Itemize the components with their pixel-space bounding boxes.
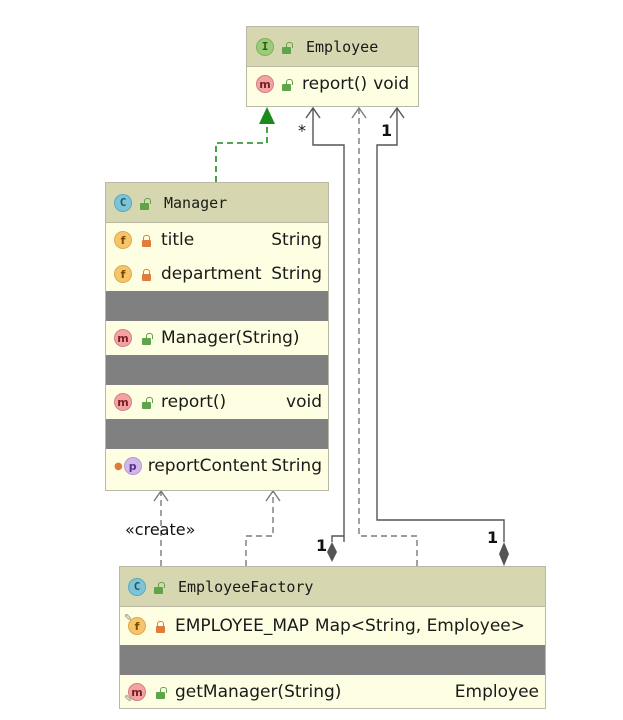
field-type: String (271, 230, 322, 250)
employee-header[interactable]: I Employee (247, 27, 418, 67)
multiplicity-many-label: * (298, 121, 306, 140)
usage-dependency-arrow (265, 489, 281, 502)
manager-class-name: Manager (164, 193, 228, 212)
private-lock-icon (140, 233, 152, 247)
class-icon: C (114, 193, 132, 212)
section-separator (106, 291, 328, 321)
composition-diamond-left (327, 542, 337, 562)
method-icon: m (256, 75, 274, 93)
field-icon: f (114, 265, 132, 283)
employeefactory-class-name: EmployeeFactory (178, 577, 314, 596)
realization-arrowhead (259, 107, 275, 124)
private-lock-icon (140, 267, 152, 281)
public-lock-icon (140, 395, 153, 409)
field-row-employee-map[interactable]: f ✎ EMPLOYEE_MAP Map<String, Employee> (120, 607, 545, 645)
section-separator (106, 355, 328, 385)
create-stereotype-label: «create» (125, 520, 196, 539)
composition-edge-many (312, 108, 345, 542)
field-name: title (161, 230, 195, 250)
employeefactory-header[interactable]: C EmployeeFactory (120, 567, 545, 607)
composition-edge-one (376, 108, 505, 542)
field-name: EMPLOYEE_MAP (175, 616, 309, 636)
dependency-edge-factory-employee-arrow (351, 106, 367, 119)
field-row-title[interactable]: f title String (106, 223, 328, 257)
public-lock-icon (140, 331, 153, 345)
field-icon: f (114, 231, 132, 249)
method-name: getManager(String) (175, 682, 342, 702)
method-name: report() (161, 392, 227, 412)
employee-class-name: Employee (306, 37, 379, 56)
create-dependency-arrow (153, 489, 169, 502)
property-type: String (271, 456, 322, 476)
method-return-type: void (373, 74, 410, 94)
property-row-reportcontent[interactable]: ● p reportContent String (106, 449, 328, 483)
property-marker-icon: ● (114, 460, 123, 472)
field-name: department (161, 264, 262, 284)
method-name: report() (302, 74, 368, 94)
usage-dependency-edge (245, 491, 274, 566)
multiplicity-factory-left-label: 1 (316, 536, 328, 555)
composition-edge-one-arrow (389, 106, 405, 119)
manager-class-box[interactable]: C Manager f title String f department St… (105, 182, 329, 491)
composition-edge-many-arrow (305, 106, 321, 119)
static-field-icon: f ✎ (124, 613, 146, 635)
field-row-department[interactable]: f department String (106, 257, 328, 291)
method-icon: m (114, 393, 132, 411)
public-lock-icon (280, 40, 293, 54)
public-lock-icon (154, 685, 167, 699)
field-type: String (271, 264, 322, 284)
constructor-row[interactable]: m Manager(String) (106, 321, 328, 355)
private-lock-icon (154, 619, 166, 633)
multiplicity-employee-one-label: 1 (381, 121, 393, 140)
composition-diamond-right (499, 542, 509, 566)
interface-icon: I (256, 37, 274, 56)
employee-interface-box[interactable]: I Employee m report() void (246, 26, 419, 107)
method-row-report[interactable]: m report() void (106, 385, 328, 419)
employeefactory-class-box[interactable]: C EmployeeFactory f ✎ EMPLOYEE_MAP Map<S… (119, 566, 546, 709)
method-row-getmanager[interactable]: m ✎ getManager(String) Employee (120, 675, 545, 709)
dependency-edge-factory-employee (358, 108, 418, 566)
section-separator (106, 419, 328, 449)
realization-edge (215, 123, 268, 182)
employee-method-row[interactable]: m report() void (247, 67, 418, 101)
property-icon: p (123, 457, 142, 475)
method-return-type: void (286, 392, 322, 412)
public-lock-icon (152, 580, 165, 594)
section-separator (120, 645, 545, 675)
static-method-icon: m ✎ (124, 683, 146, 705)
method-return-type: Employee (454, 682, 539, 702)
constructor-name: Manager(String) (161, 328, 300, 348)
manager-header[interactable]: C Manager (106, 183, 328, 223)
class-icon: C (128, 577, 146, 596)
public-lock-icon (280, 77, 293, 91)
composition-diamond-left-stem (331, 535, 344, 542)
property-name: reportContent (147, 456, 268, 476)
multiplicity-factory-right-label: 1 (487, 528, 499, 547)
method-icon: m (114, 329, 132, 347)
public-lock-icon (138, 196, 151, 210)
field-type: Map<String, Employee> (314, 616, 526, 636)
